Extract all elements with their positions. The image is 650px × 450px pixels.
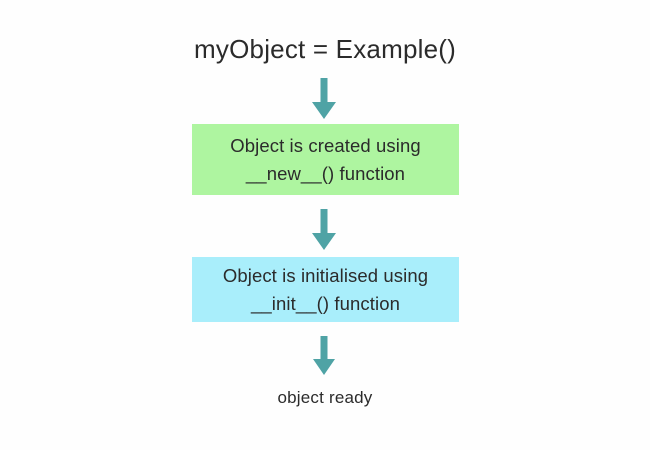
step-box-new-line2: __new__() function: [245, 162, 406, 184]
step-box-new: Object is created using __new__() functi…: [192, 124, 459, 195]
step-box-init-line2: __init__() function: [251, 292, 400, 314]
down-arrow-icon-2: [312, 209, 336, 250]
step-box-init: Object is initialised using __init__() f…: [192, 257, 459, 322]
diagram-footer-label: object ready: [277, 388, 373, 407]
diagram-title: myObject = Example(): [194, 34, 456, 64]
down-arrow-icon-1: [312, 78, 336, 119]
step-box-init-line1: Object is initialised using: [222, 264, 429, 286]
step-box-new-line1: Object is created using: [230, 134, 421, 156]
down-arrow-icon-3: [313, 336, 335, 375]
